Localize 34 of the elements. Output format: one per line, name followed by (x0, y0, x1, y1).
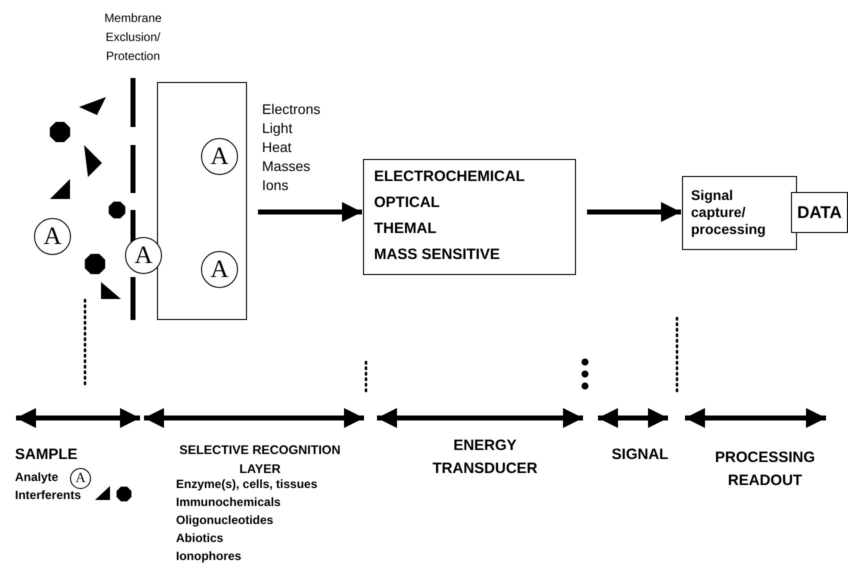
legend-text: Analyte (15, 470, 58, 485)
section-title: SELECTIVE RECOGNITION LAYER (178, 442, 342, 478)
list-item: Ionophores (176, 549, 242, 564)
recognition-layer-box (157, 82, 247, 320)
analyte-letter: A (43, 224, 62, 249)
transducer-type: ELECTROCHEMICAL (374, 168, 525, 186)
transducer-box (363, 159, 576, 275)
list-item: Immunochemicals (176, 495, 281, 510)
transducer-type: OPTICAL (374, 194, 440, 212)
analyte-circle (201, 251, 238, 288)
analyte-letter: A (210, 257, 229, 282)
box-text: DATA (797, 202, 842, 222)
box-text: Signal capture/ processing (691, 187, 767, 238)
arrow (258, 202, 362, 222)
section-title: SAMPLE (15, 446, 78, 464)
transducer-type: THEMAL (374, 220, 436, 238)
arrow (587, 202, 681, 222)
analyte-letter: A (210, 144, 229, 169)
analyte-circle (34, 218, 71, 255)
membrane-label: Membrane Exclusion/ Protection (103, 10, 163, 65)
section-title: PROCESSING READOUT (714, 448, 816, 491)
analyte-symbol: A (70, 468, 91, 489)
signal-processing-box (682, 176, 797, 250)
analyte-letter: A (134, 243, 153, 268)
analyte-circle (125, 237, 162, 274)
list-item: Enzyme(s), cells, tissues (176, 477, 318, 492)
transducer-type: MASS SENSITIVE (374, 246, 500, 264)
legend-text: Interferents (15, 488, 82, 503)
section-title: ENERGY TRANSDUCER (432, 436, 538, 479)
list-item: Abiotics (176, 531, 224, 546)
data-box (791, 192, 848, 233)
analyte-circle (201, 138, 238, 175)
section-title: SIGNAL (610, 446, 670, 464)
list-item: Oligonucleotides (176, 513, 274, 528)
